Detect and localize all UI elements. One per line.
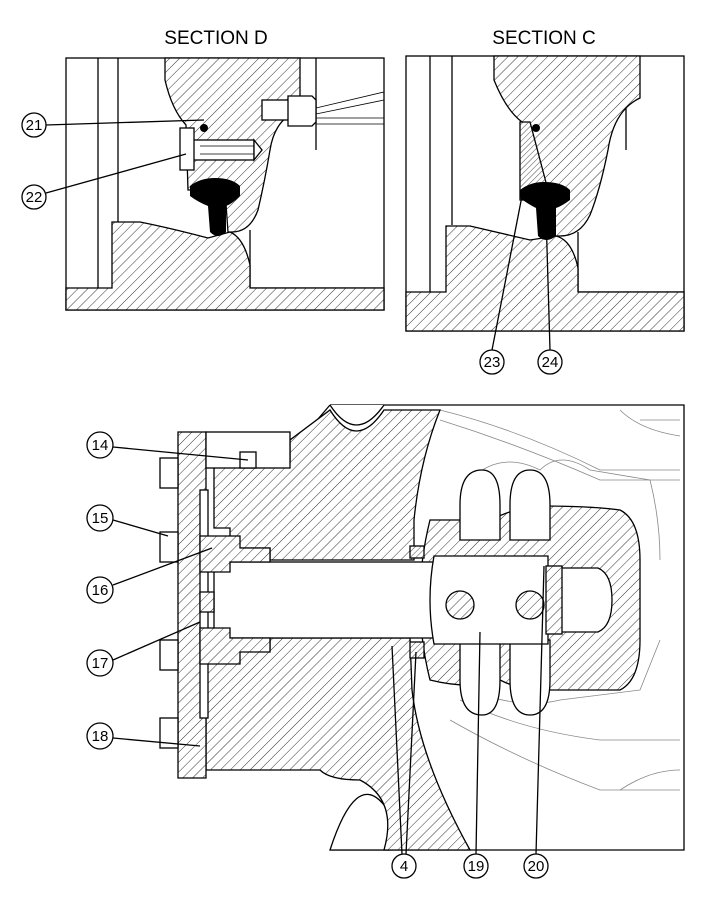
- stem-pin-1: [445, 590, 475, 620]
- callout-4-group: 4: [391, 645, 417, 879]
- packing-seal-top: [199, 535, 271, 573]
- callout-18: 18: [92, 728, 109, 745]
- end-cap-bolts: [159, 457, 179, 749]
- callout-24: 24: [542, 354, 559, 371]
- callout-14-group: 14: [86, 431, 249, 461]
- bushing-outer-top: [409, 545, 425, 559]
- packing-seal-bottom: [199, 627, 271, 665]
- section-d-view: SECTION D 21 22: [21, 28, 385, 311]
- bushing-outer-bottom: [409, 641, 425, 659]
- callout-16-group: 16: [86, 547, 213, 604]
- callout-15: 15: [92, 510, 109, 527]
- callout-17: 17: [92, 655, 109, 672]
- section-c-disc-body: [493, 55, 641, 237]
- section-d-title: SECTION D: [164, 28, 267, 49]
- callout-20-group: 20: [523, 565, 549, 879]
- main-housing: [206, 409, 441, 561]
- packing-ring-middle: [199, 591, 215, 613]
- section-c-title: SECTION C: [492, 28, 595, 49]
- top-lug: [329, 404, 385, 426]
- end-plug: [559, 567, 613, 633]
- section-c-base-body: [405, 225, 685, 332]
- callout-16: 16: [92, 582, 109, 599]
- stem-pin-2: [515, 590, 545, 620]
- section-d-base-body: [65, 221, 385, 311]
- section-c-o-ring: [532, 124, 540, 132]
- callout-19: 19: [468, 858, 485, 875]
- section-c-seat-seal: [520, 182, 570, 240]
- bellows-seal: [459, 469, 551, 716]
- section-d-o-ring: [200, 124, 208, 132]
- callout-18-group: 18: [86, 722, 201, 750]
- callout-23: 23: [484, 354, 501, 371]
- callout-19-group: 19: [463, 631, 489, 879]
- callout-17-group: 17: [86, 621, 201, 677]
- main-section-view: 14 15 16 17 18 4: [86, 404, 685, 879]
- callout-20: 20: [528, 858, 545, 875]
- callout-14: 14: [92, 437, 109, 454]
- section-d-seat-seal: [190, 178, 240, 236]
- callout-21: 21: [26, 117, 43, 134]
- callout-22: 22: [26, 189, 43, 206]
- stem-shaft: [213, 561, 435, 639]
- section-c-view: SECTION C 23 24: [405, 28, 685, 375]
- callout-15-group: 15: [86, 504, 169, 537]
- callout-4: 4: [400, 858, 408, 875]
